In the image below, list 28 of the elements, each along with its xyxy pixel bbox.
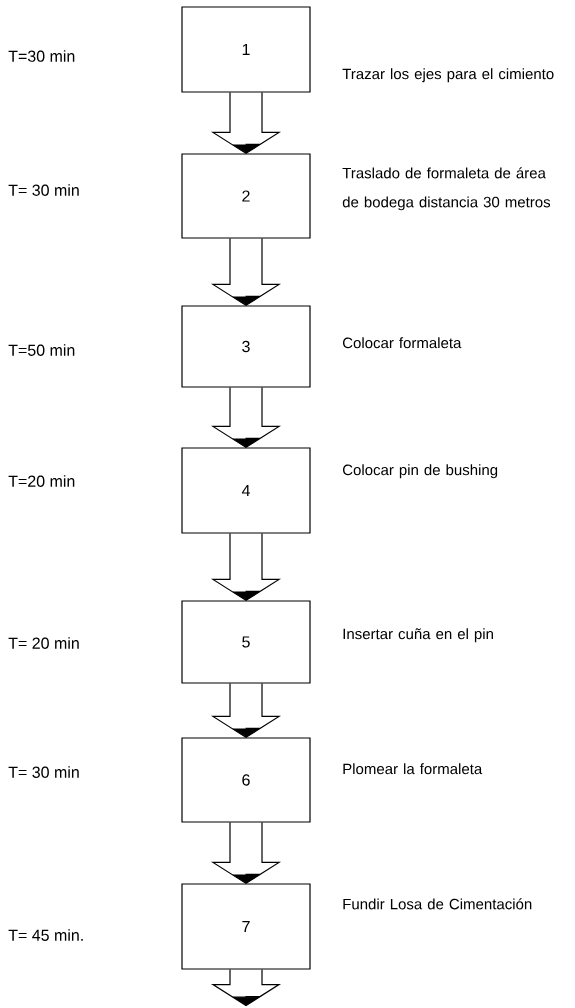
step-description: Traslado de formaleta de área de bodega distancia 30 metros (342, 167, 551, 211)
time-label: T= 30 min (8, 184, 79, 196)
step-description: Colocar pin de bushing (342, 464, 498, 479)
step-description: Trazar los ejes para el cimiento (342, 68, 554, 83)
step-description: Colocar formaleta (342, 337, 462, 349)
block-arrow (210, 533, 282, 602)
block-arrow (210, 969, 282, 1007)
time-label: T= 30 min (8, 766, 79, 778)
process-box: 2 (181, 153, 311, 239)
time-label: T=30 min (8, 50, 75, 62)
block-arrow (210, 92, 282, 155)
process-box: 5 (181, 600, 311, 684)
process-box: 1 (181, 6, 311, 93)
process-box: 4 (181, 447, 311, 534)
block-arrow (210, 387, 282, 449)
step-description: Plomear la formaleta (343, 763, 483, 775)
block-arrow (210, 683, 282, 739)
process-box: 6 (181, 737, 311, 823)
step-description: Insertar cuña en el pin (343, 628, 493, 643)
time-label: T=50 min (8, 344, 75, 356)
block-arrow (210, 238, 282, 307)
process-box: 7 (181, 883, 311, 970)
process-box: 3 (181, 305, 311, 388)
block-arrow (210, 822, 282, 885)
time-label: T= 20 min (8, 637, 79, 649)
time-label: T=20 min (8, 475, 75, 487)
step-description: Fundir Losa de Cimentación (343, 898, 532, 910)
time-label: T= 45 min. (8, 929, 83, 941)
